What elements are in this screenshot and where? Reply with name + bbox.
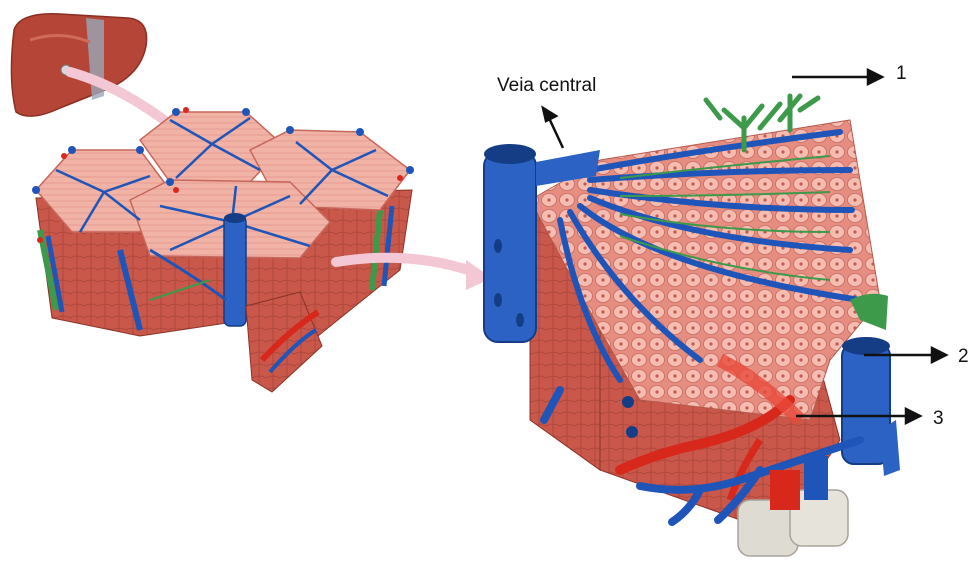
pointer-3-head bbox=[906, 409, 920, 423]
label-3: 3 bbox=[933, 409, 944, 428]
pointer-1-head bbox=[868, 70, 882, 84]
central-vein-pointer bbox=[549, 118, 563, 148]
central-vein-label: Veia central bbox=[497, 76, 596, 95]
pointer-2-head bbox=[932, 348, 946, 362]
label-1: 1 bbox=[896, 64, 907, 83]
label-2: 2 bbox=[958, 347, 969, 366]
lobule-section-enlarged bbox=[484, 96, 900, 556]
central-vein-pointer-head bbox=[543, 108, 556, 121]
lobule-cluster bbox=[32, 107, 414, 392]
